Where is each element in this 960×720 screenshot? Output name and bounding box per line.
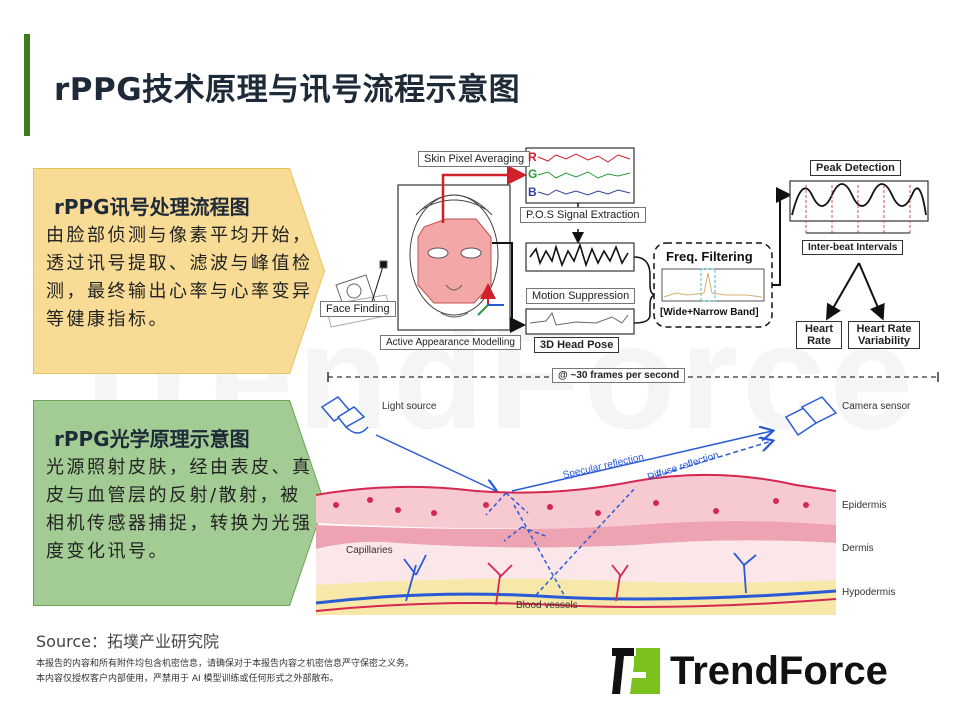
face-finding-sketch-icon — [325, 260, 392, 328]
disclaimer-line-2: 本内容仅授权客户内部使用，严禁用于 AI 模型训练或任何形式之外部散布。 — [36, 674, 339, 684]
disclaimer-line-1: 本报告的内容和所有附件均包含机密信息，请确保对于本报告内容之机密信息严守保密之义… — [36, 659, 415, 669]
callout-title: rPPG讯号处理流程图 — [54, 195, 250, 219]
label-fps: @ ~30 frames per second — [552, 368, 686, 383]
label-heart-rate: Heart Rate — [796, 321, 842, 349]
label-3d-head-pose: 3D Head Pose — [534, 337, 620, 353]
diagram-graphics — [315, 147, 939, 615]
label-freq-filtering: Freq. Filtering — [666, 249, 753, 264]
callout-optical-principle: rPPG光学原理示意图 光源照射皮肤，经由表皮、真皮与血管层的反射/散射，被相机… — [34, 401, 324, 605]
label-hrv: Heart Rate Variability — [848, 321, 920, 349]
label-inter-beat: Inter-beat Intervals — [802, 240, 904, 255]
trendforce-logo-icon — [612, 648, 660, 694]
label-active-appearance: Active Appearance Modelling — [380, 335, 521, 350]
label-skin-pixel-averaging: Skin Pixel Averaging — [418, 151, 531, 167]
label-pos-extraction: P.O.S Signal Extraction — [520, 207, 646, 223]
source-line: Source：拓墣产业研究院 — [36, 632, 219, 651]
callout-body: 由脸部侦测与像素平均开始，透过讯号提取、滤波与峰值检测，最终输出心率与心率变异等… — [46, 225, 313, 330]
callout-title: rPPG光学原理示意图 — [54, 427, 250, 451]
label-light-source: Light source — [382, 401, 437, 412]
label-capillaries: Capillaries — [346, 545, 393, 556]
trendforce-logo-text: TrendForce — [670, 648, 888, 693]
callout-body: 光源照射皮肤，经由表皮、真皮与血管层的反射/散射，被相机传感器捕捉，转换为光强度… — [46, 457, 313, 562]
label-peak-detection: Peak Detection — [810, 160, 901, 176]
channel-r: R — [528, 150, 537, 164]
face-icon — [409, 194, 499, 316]
label-dermis: Dermis — [842, 543, 874, 554]
title-accent-bar — [24, 34, 30, 136]
label-hypodermis: Hypodermis — [842, 587, 896, 598]
channel-g: G — [528, 167, 538, 181]
label-band: [Wide+Narrow Band] — [660, 307, 759, 318]
camera-sensor-icon — [784, 396, 838, 437]
callout-signal-pipeline: rPPG讯号处理流程图 由脸部侦测与像素平均开始，透过讯号提取、滤波与峰值检测，… — [34, 169, 324, 373]
label-motion-suppression: Motion Suppression — [526, 288, 636, 304]
page-title: rPPG技术原理与讯号流程示意图 — [54, 72, 521, 108]
label-face-finding: Face Finding — [320, 301, 396, 317]
channel-b: B — [528, 185, 537, 199]
disclaimer: 本报告的内容和所有附件均包含机密信息，请确保对于本报告内容之机密信息严守保密之义… — [36, 657, 414, 687]
rppg-diagram: Face Finding Active Appearance Modelling… — [315, 145, 946, 615]
label-epidermis: Epidermis — [842, 500, 887, 511]
label-blood-vessels: Blood vessels — [516, 600, 578, 611]
label-camera-sensor: Camera sensor — [842, 401, 911, 412]
light-source-icon — [320, 396, 369, 434]
trendforce-logo: TrendForce — [612, 648, 888, 694]
